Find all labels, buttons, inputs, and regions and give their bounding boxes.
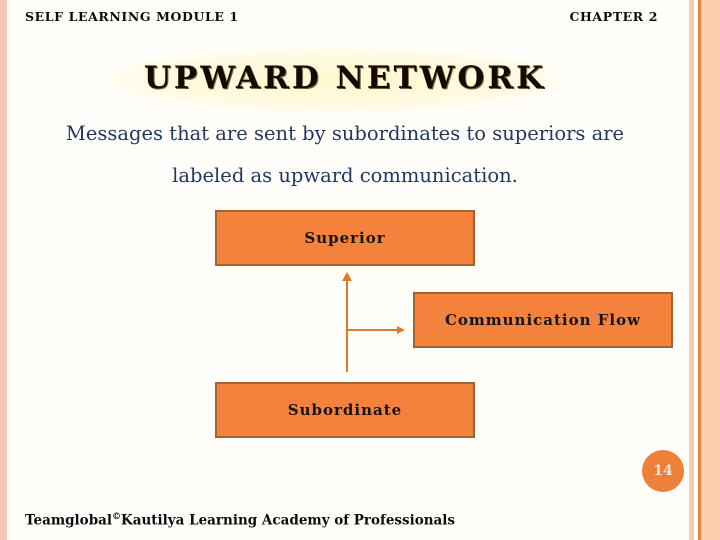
body-text: Messages that are sent by subordinates t…: [15, 122, 675, 206]
flow-arrowhead-icon: [397, 326, 405, 334]
right-border-accent-line: [698, 0, 701, 540]
page-number: 14: [653, 463, 673, 479]
slide-title: UPWARD NETWORK: [143, 60, 547, 96]
footer: Teamglobal©Kautilya Learning Academy of …: [25, 512, 455, 529]
footer-academy: Kautilya Learning Academy of Professiona…: [121, 512, 456, 529]
communication-flow-box: Communication Flow: [413, 292, 673, 348]
chapter-label: CHAPTER 2: [569, 9, 658, 24]
body-line-1: Messages that are sent by subordinates t…: [65, 122, 625, 145]
module-label: SELF LEARNING MODULE 1: [25, 9, 239, 24]
footer-brand: Teamglobal: [25, 512, 113, 529]
left-border-stripe: [0, 0, 7, 540]
title-glow: [110, 48, 560, 112]
subordinate-box-label: Subordinate: [287, 401, 403, 419]
communication-flow-label: Communication Flow: [444, 311, 642, 329]
superior-box: Superior: [215, 210, 475, 266]
superior-box-label: Superior: [304, 229, 386, 247]
flow-connector-line: [347, 329, 397, 331]
copyright-icon: ©: [112, 512, 122, 522]
page-number-badge: 14: [642, 450, 684, 492]
upward-arrowhead-icon: [342, 272, 352, 281]
upward-connector-line: [346, 280, 348, 372]
right-border-band: [701, 0, 720, 540]
body-line-2: labeled as upward communication.: [172, 164, 518, 187]
right-border-stripe-thin: [689, 0, 694, 540]
subordinate-box: Subordinate: [215, 382, 475, 438]
